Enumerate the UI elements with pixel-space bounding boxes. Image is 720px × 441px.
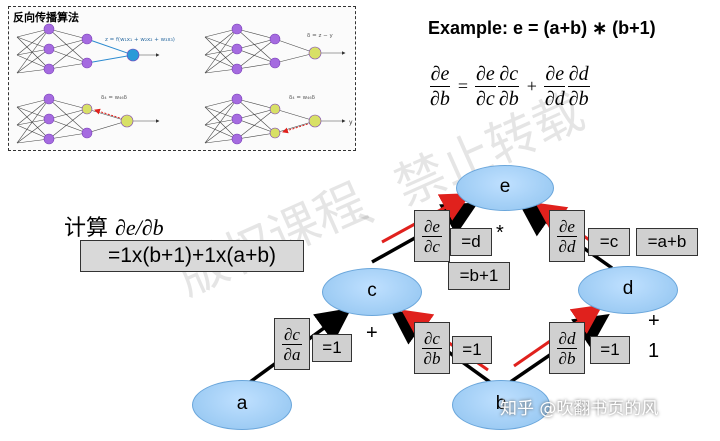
compute-label-text: 计算: [64, 216, 109, 241]
node-b: b: [452, 380, 550, 430]
compute-label: 计算 ∂e/∂b: [64, 210, 164, 242]
inset-panel-1-neurons: [43, 23, 140, 75]
value-eq-c: =c: [588, 228, 630, 256]
node-a: a: [192, 380, 292, 430]
inset-panel-4-formula: δ₄ = w₄₆δ: [289, 95, 316, 101]
formula-equals: =: [457, 76, 469, 96]
inset-panel-1: [16, 28, 160, 74]
inset-title: 反向传播算法: [13, 11, 79, 24]
inset-panel-4-neurons: [231, 93, 322, 145]
backprop-inset: 反向传播算法 z = f(w₁x₁ + w₂x₂ + w₃x₃): [8, 6, 356, 151]
value-eq-b1: =b+1: [448, 262, 510, 290]
plus-mark-c: +: [366, 322, 378, 344]
formula-term-4: ∂d∂b: [567, 63, 590, 110]
compute-result-box: =1x(b+1)+1x(a+b): [80, 240, 304, 272]
inset-output-label: y: [349, 119, 353, 126]
source-credit: 知乎 @吹翻书页的风: [500, 399, 659, 419]
times-mark: *: [496, 222, 504, 244]
compute-label-math: ∂e/∂b: [115, 215, 164, 240]
inset-panel-2: [204, 28, 346, 74]
formula-term-2: ∂c∂b: [498, 63, 520, 110]
partial-de-dd: ∂e∂d: [549, 210, 585, 262]
formula-lhs: ∂e∂b: [429, 63, 451, 110]
inset-panel-4: [204, 98, 346, 144]
value-eq-1-d: =1: [590, 336, 630, 364]
node-d: d: [578, 266, 678, 314]
plus-mark-d: +: [648, 310, 660, 332]
formula-term-1: ∂e∂c: [475, 63, 496, 110]
inset-panel-2-neurons: [231, 23, 322, 75]
inset-panel-1-formula: z = f(w₁x₁ + w₂x₂ + w₃x₃): [105, 37, 175, 43]
one-mark-d: 1: [648, 340, 660, 362]
inset-panel-3: [16, 98, 160, 144]
inset-panel-2-formula: δ = z − y: [307, 33, 333, 39]
formula-term-3: ∂e∂d: [544, 63, 566, 110]
chain-rule-formula: ∂e∂b = ∂e∂c ∂c∂b + ∂e∂d ∂d∂b: [428, 62, 591, 111]
partial-dd-db: ∂d∂b: [549, 322, 585, 374]
partial-dc-db: ∂c∂b: [414, 322, 450, 374]
partial-dc-da: ∂c∂a: [274, 318, 310, 370]
node-e: e: [456, 165, 554, 211]
partial-de-dc: ∂e∂c: [414, 210, 450, 262]
node-c: c: [322, 268, 422, 316]
value-eq-d: =d: [450, 228, 492, 256]
example-heading: Example: e = (a+b) ∗ (b+1): [428, 18, 656, 38]
inset-panel-3-formula: δ₄ = w₄₆δ: [101, 95, 128, 101]
value-eq-ab: =a+b: [636, 228, 698, 256]
value-eq-1-a: =1: [312, 334, 352, 362]
inset-panel-3-neurons: [43, 93, 134, 145]
formula-plus: +: [526, 76, 537, 96]
value-eq-1-b: =1: [452, 336, 492, 364]
inset-network-diagram: z = f(w₁x₁ + w₂x₂ + w₃x₃) δ = z − y: [16, 23, 353, 145]
